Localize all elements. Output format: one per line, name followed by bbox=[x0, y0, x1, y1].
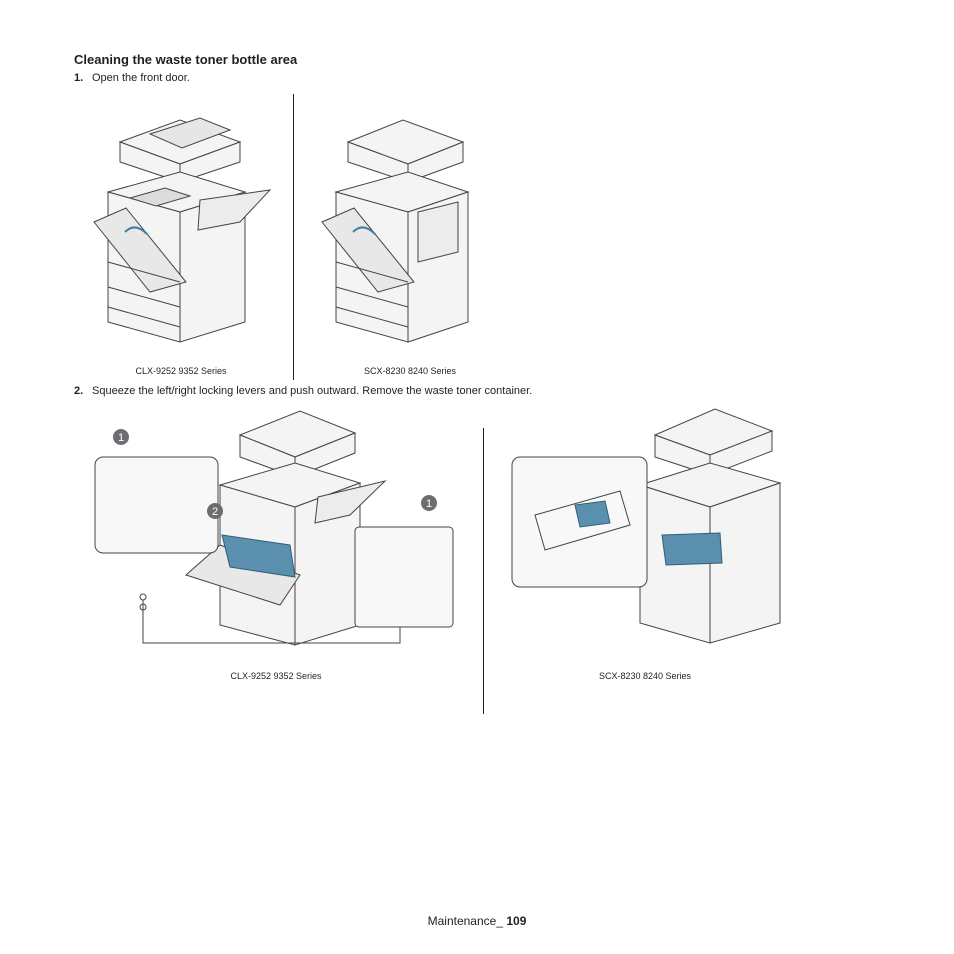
callout-2-icon bbox=[207, 503, 223, 519]
step-2-number: 2. bbox=[74, 385, 84, 397]
step-1-text: Open the front door. bbox=[92, 72, 190, 84]
caption-step1-clx: CLX-9252 9352 Series bbox=[135, 366, 227, 376]
callout-1-left-icon bbox=[113, 429, 129, 445]
printer-illustration-scx-remove-container bbox=[511, 408, 782, 644]
step-2: 2. Squeeze the left/right locking levers … bbox=[74, 385, 532, 397]
link-chain-icon bbox=[139, 593, 147, 601]
caption-step1-scx: SCX-8230 8240 Series bbox=[363, 366, 457, 376]
step-2-text: Squeeze the left/right locking levers an… bbox=[92, 385, 533, 397]
caption-step2-clx: CLX-9252 9352 Series bbox=[230, 671, 322, 681]
printer-illustration-scx-open-door bbox=[321, 119, 470, 343]
callout-1-left-label: 1 bbox=[118, 432, 124, 444]
callout-2-label: 2 bbox=[212, 506, 218, 518]
section-heading: Cleaning the waste toner bottle area bbox=[74, 52, 298, 67]
step-1-number: 1. bbox=[74, 72, 84, 84]
figure-divider-step1 bbox=[293, 94, 294, 380]
printer-illustration-clx-remove-container: 1 2 1 bbox=[94, 410, 454, 646]
printer-illustration-clx-open-door bbox=[93, 117, 272, 343]
footer-section-label: Maintenance_ bbox=[427, 914, 507, 928]
figure-divider-step2 bbox=[483, 428, 484, 714]
page-number: 109 bbox=[506, 914, 527, 928]
callout-1-right-label: 1 bbox=[426, 498, 432, 510]
step-1: 1. Open the front door. bbox=[74, 72, 190, 84]
caption-step2-scx: SCX-8230 8240 Series bbox=[598, 671, 692, 681]
page-footer: Maintenance_ 109 bbox=[0, 914, 954, 928]
callout-1-right-icon bbox=[421, 495, 437, 511]
